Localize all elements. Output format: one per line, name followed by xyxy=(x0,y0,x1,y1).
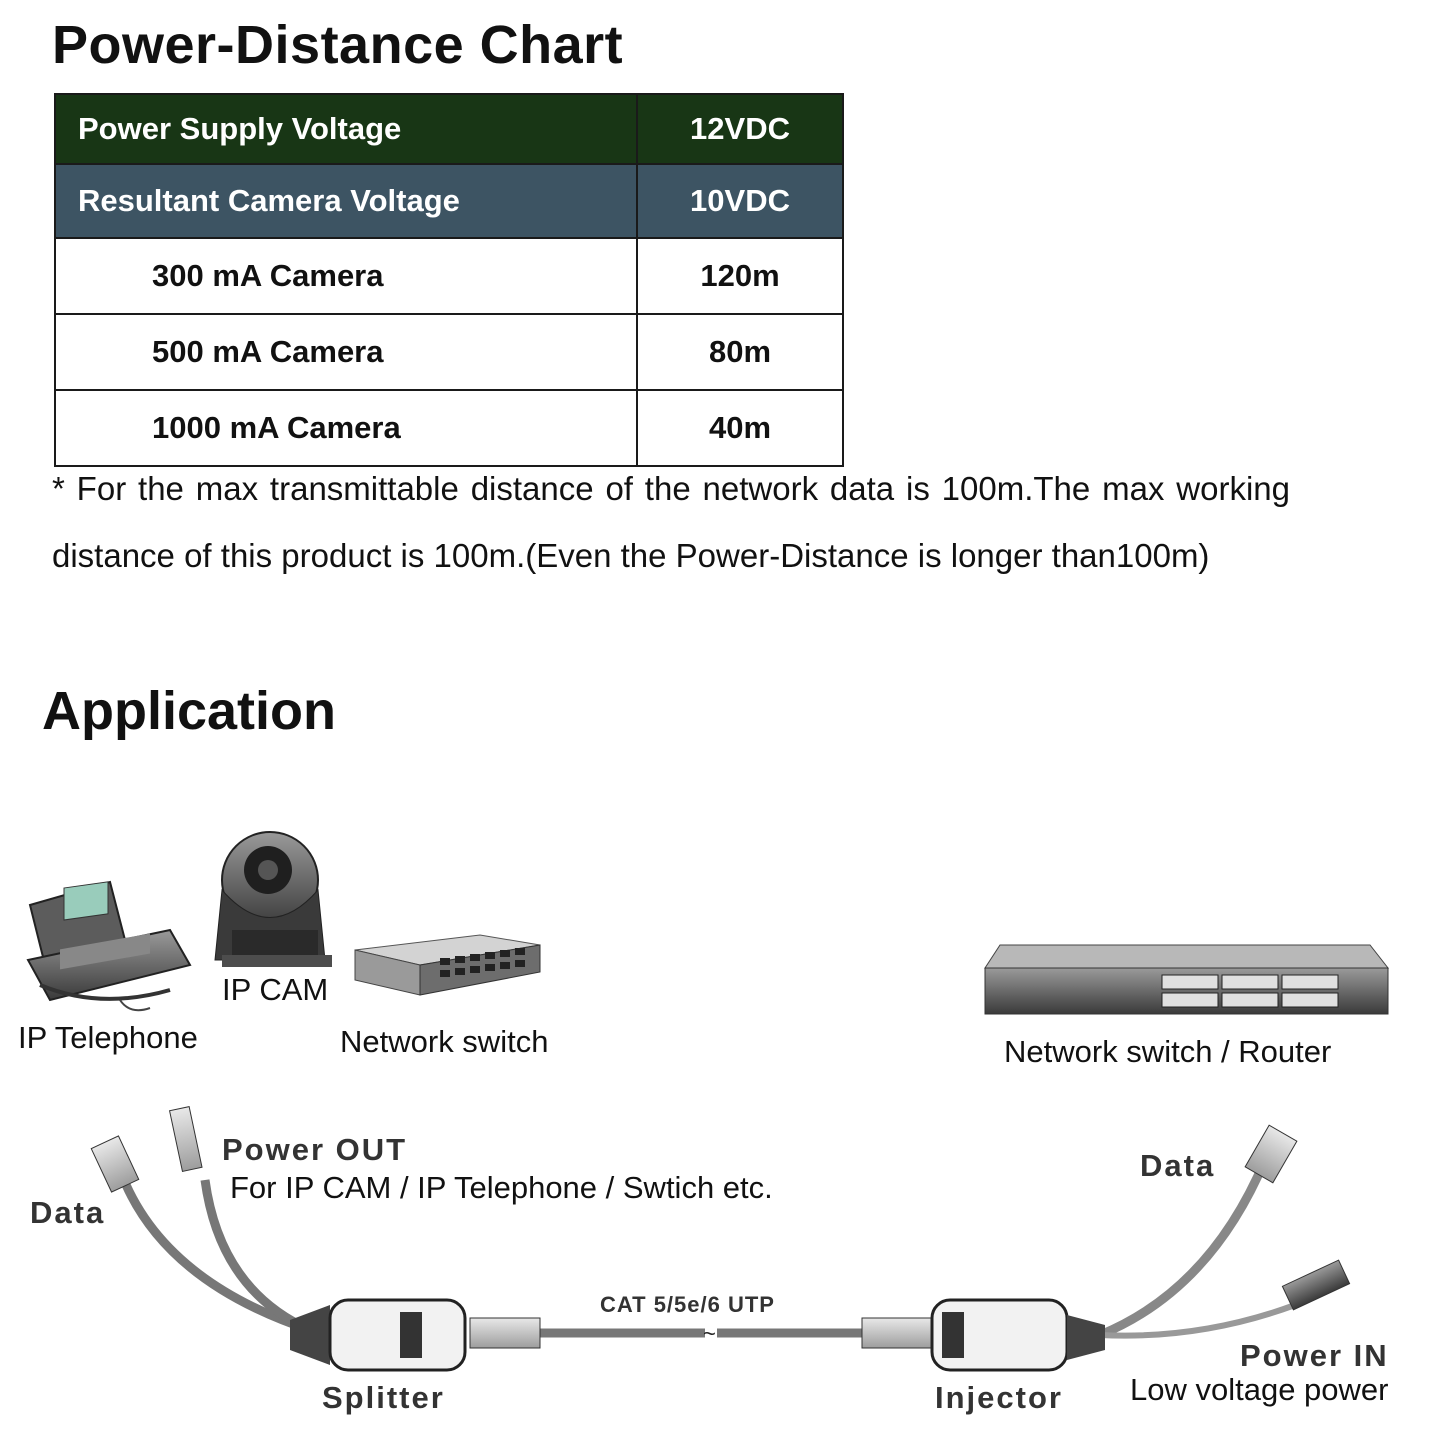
ip-telephone-label: IP Telephone xyxy=(18,1020,198,1055)
ip-cam-image xyxy=(214,831,332,967)
chart-title: Power-Distance Chart xyxy=(52,15,624,75)
splitter-label: Splitter xyxy=(322,1380,445,1415)
ip-cam-label: IP CAM xyxy=(222,972,329,1007)
table-cell-value: 80m xyxy=(636,313,844,391)
distance-note: * For the max transmittable distance of … xyxy=(52,470,1290,574)
power-in-label: Power IN xyxy=(1240,1338,1389,1373)
small-switch-image xyxy=(354,934,541,996)
table-cell-value: 40m xyxy=(636,389,844,467)
header-cell-label: Power Supply Voltage xyxy=(54,93,638,165)
connectors xyxy=(90,1106,1351,1349)
header-cell-value: 10VDC xyxy=(636,163,844,239)
application-title: Application xyxy=(42,681,336,741)
table-row: 500 mA Camera 80m xyxy=(54,313,844,391)
power-in-desc: Low voltage power xyxy=(1130,1372,1389,1407)
injector-box xyxy=(930,1298,1105,1372)
data-right-label: Data xyxy=(1140,1148,1216,1183)
cable-label: CAT 5/5e/6 UTP xyxy=(600,1292,775,1317)
table-cell-value: 120m xyxy=(636,237,844,315)
data-left-label: Data xyxy=(30,1195,106,1230)
table-row: Power Supply Voltage 12VDC xyxy=(54,93,844,165)
router-label: Network switch / Router xyxy=(1004,1034,1332,1069)
router-image xyxy=(984,944,1390,1015)
splitter-box xyxy=(290,1298,467,1372)
power-out-desc: For IP CAM / IP Telephone / Swtich etc. xyxy=(230,1170,773,1205)
header-cell-label: Resultant Camera Voltage xyxy=(54,163,638,239)
table-cell-label: 300 mA Camera xyxy=(54,237,638,315)
table-row: 300 mA Camera 120m xyxy=(54,237,844,315)
power-distance-table: Power Supply Voltage 12VDC Resultant Cam… xyxy=(54,93,844,467)
header-cell-value: 12VDC xyxy=(636,93,844,165)
table-cell-label: 500 mA Camera xyxy=(54,313,638,391)
network-switch-label: Network switch xyxy=(340,1024,549,1059)
ip-telephone-image xyxy=(26,880,192,1012)
table-cell-label: 1000 mA Camera xyxy=(54,389,638,467)
svg-text:~: ~ xyxy=(703,1321,716,1346)
power-out-label: Power OUT xyxy=(222,1132,408,1167)
table-row: Resultant Camera Voltage 10VDC xyxy=(54,163,844,239)
table-row: 1000 mA Camera 40m xyxy=(54,389,844,467)
injector-label: Injector xyxy=(935,1380,1063,1415)
cables: ~ xyxy=(115,1158,1297,1346)
